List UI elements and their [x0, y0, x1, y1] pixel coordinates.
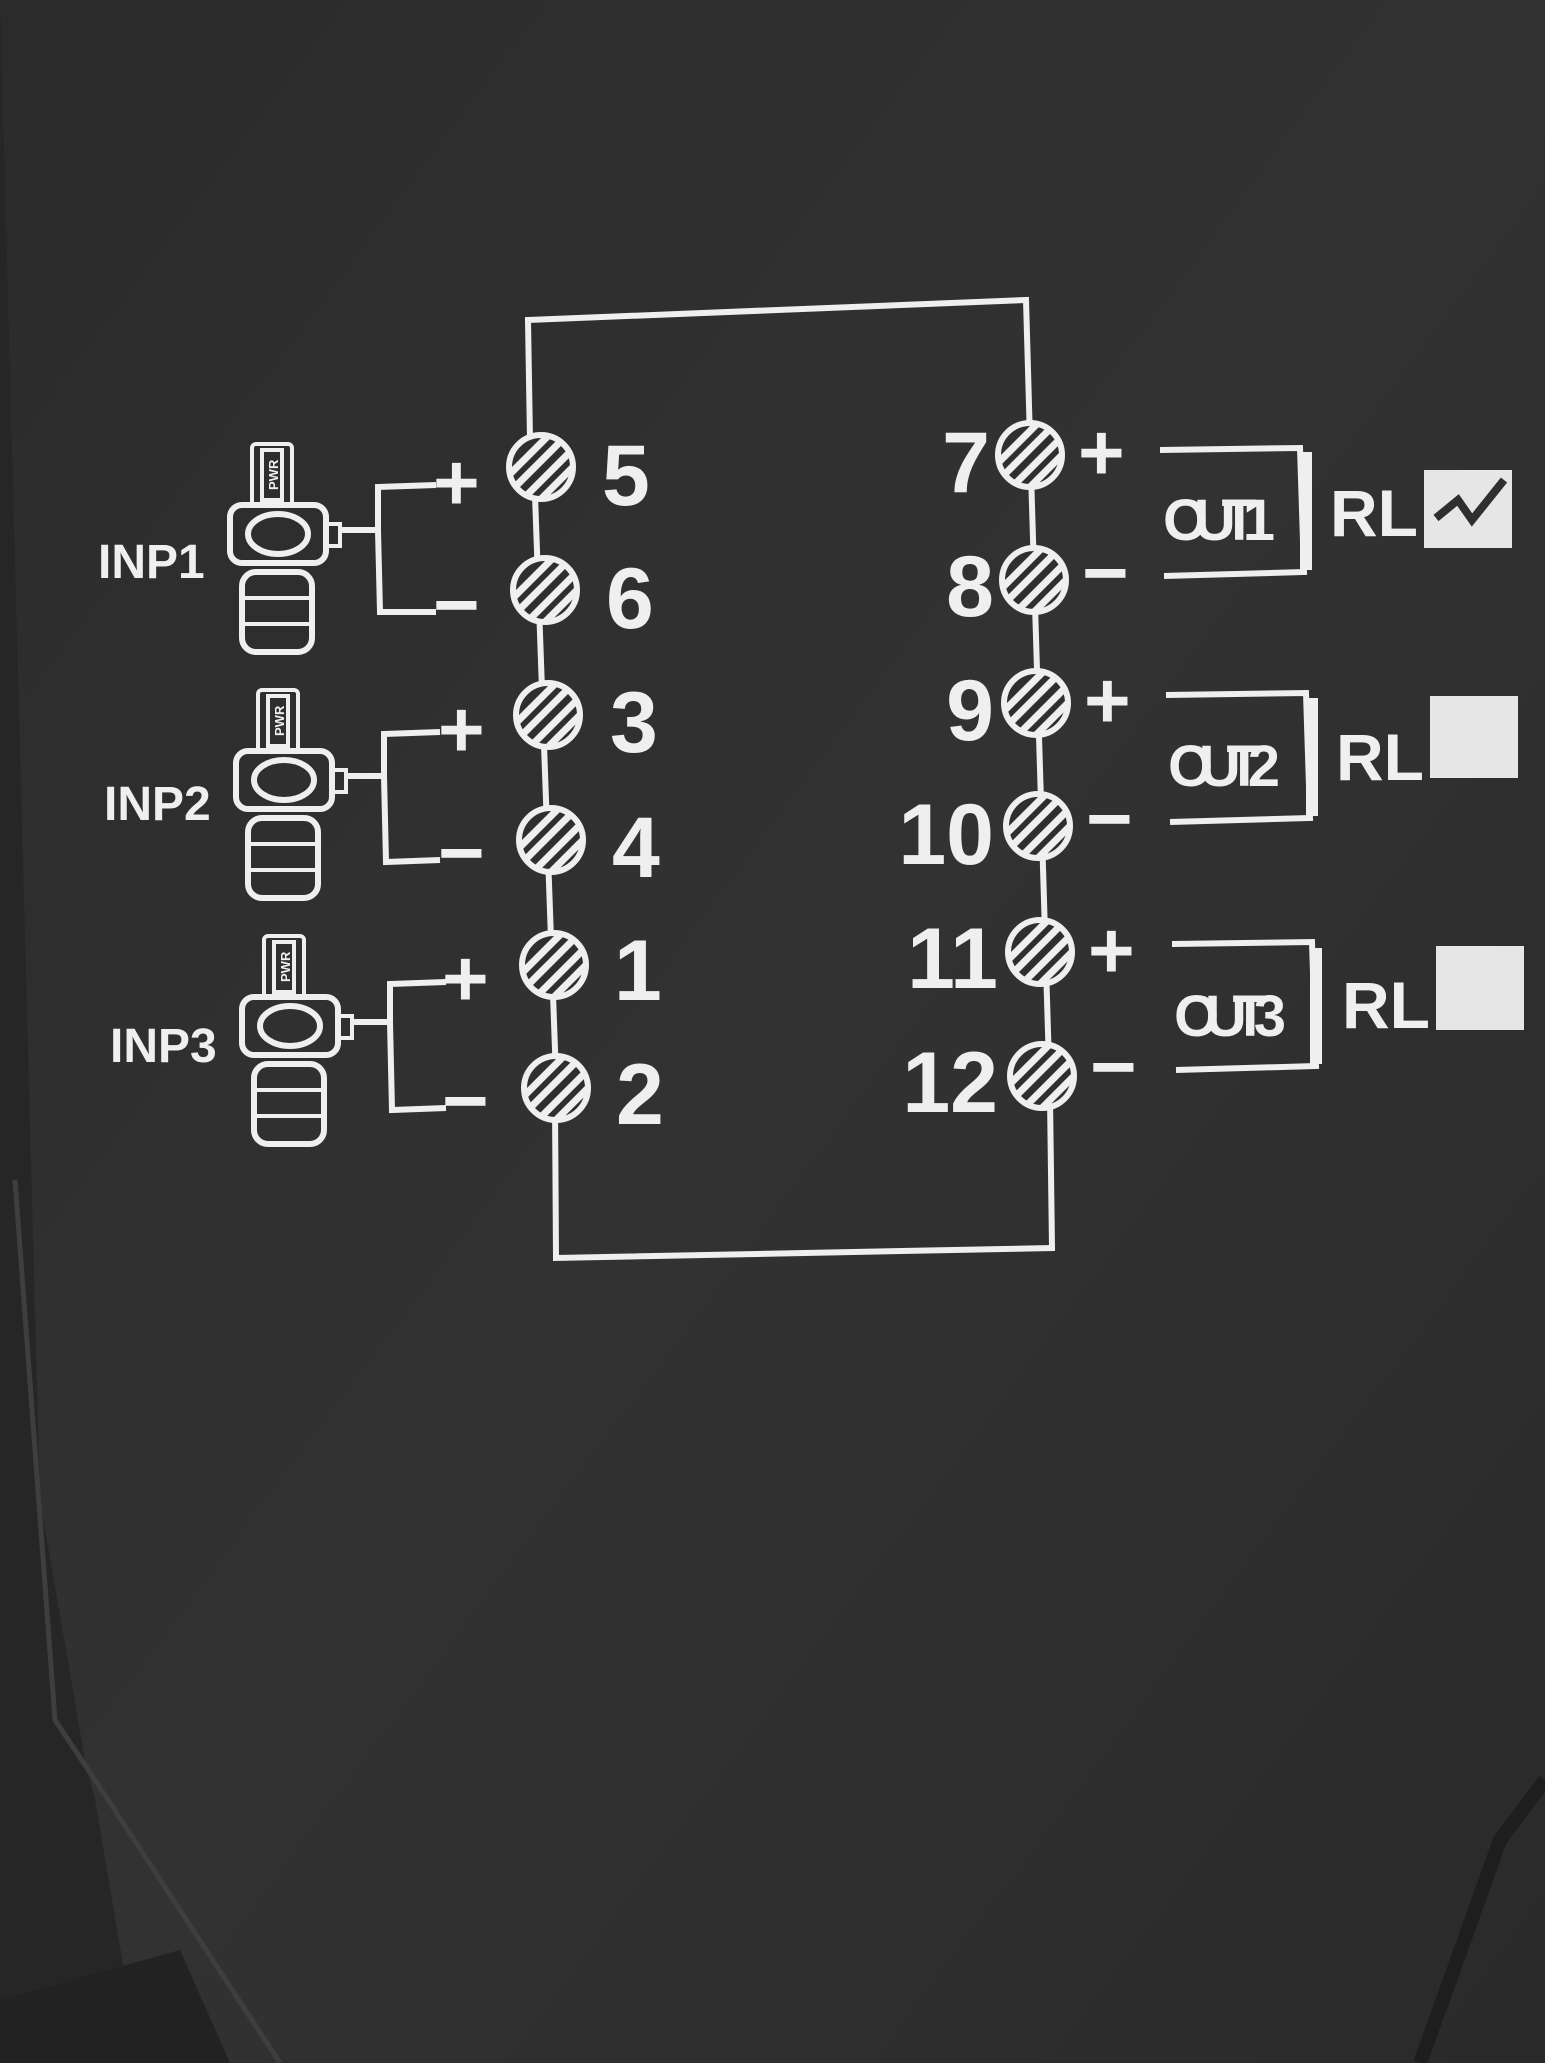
- output-label: OUT2: [1168, 734, 1280, 799]
- relay-checkbox-checked[interactable]: [1424, 470, 1512, 548]
- transmitter-icon: PWR: [227, 442, 342, 655]
- terminal-number-minus: 8: [946, 539, 994, 635]
- input-lead-wires: [340, 482, 437, 615]
- input-lead-wires: [352, 979, 447, 1114]
- terminal-number-plus: 3: [610, 675, 658, 771]
- pwr-label: PWR: [266, 459, 281, 490]
- minus-sign: −: [1086, 774, 1133, 863]
- input-label: INP2: [104, 778, 211, 831]
- minus-sign: −: [438, 808, 485, 897]
- terminal-number-minus: 6: [606, 551, 654, 647]
- pwr-label: PWR: [272, 705, 287, 736]
- pwr-label: PWR: [278, 951, 293, 982]
- plus-sign: +: [442, 934, 489, 1023]
- input-group-3: 1 2 + − PWR INP3: [110, 923, 664, 1147]
- main-frame-left-rail: [524, 296, 1033, 441]
- relay-contact-bar: [1300, 452, 1312, 570]
- terminal-number-plus: 11: [907, 911, 998, 1007]
- transmitter-icon: PWR: [233, 688, 348, 901]
- minus-sign: −: [1082, 528, 1129, 617]
- terminal-number-minus: 4: [612, 800, 660, 896]
- housing-left-bevel: [12, 1179, 283, 2063]
- plus-sign: +: [1084, 656, 1131, 745]
- output-label: OUT3: [1174, 984, 1286, 1049]
- minus-sign: −: [442, 1056, 489, 1145]
- minus-sign: −: [433, 560, 480, 649]
- terminal-number-minus: 10: [898, 787, 994, 883]
- terminal-number-plus: 1: [614, 923, 662, 1019]
- terminal-number-plus: 5: [602, 428, 650, 524]
- relay-label: RL: [1336, 720, 1424, 794]
- input-group-2: 3 4 + − PWR INP2: [104, 675, 660, 901]
- relay-checkbox[interactable]: [1436, 946, 1524, 1030]
- housing-bottom-shadow: [0, 1950, 230, 2063]
- housing-bottom-right-bevel: [1413, 1775, 1545, 2063]
- input-label: INP1: [98, 536, 205, 589]
- minus-sign: −: [1090, 1022, 1137, 1111]
- plus-sign: +: [1078, 408, 1125, 497]
- relay-label: RL: [1342, 968, 1430, 1042]
- main-frame-bottom-rail: [552, 1097, 1056, 1262]
- input-lead-wires: [346, 729, 441, 866]
- output-label: OUT1: [1163, 488, 1275, 553]
- plus-sign: +: [1088, 906, 1135, 995]
- relay-contact-bar: [1310, 948, 1322, 1064]
- terminal-number-plus: 9: [946, 663, 994, 759]
- output-group-1: 7 8 + − OUT1 RL: [942, 408, 1512, 635]
- relay-contact-bar: [1306, 698, 1318, 816]
- check-icon: [1433, 477, 1508, 527]
- plus-sign: +: [433, 438, 480, 527]
- plus-sign: +: [438, 685, 485, 774]
- relay-label: RL: [1330, 476, 1418, 550]
- terminal-number-plus: 7: [942, 415, 990, 511]
- housing-left-edge: [0, 0, 140, 2063]
- terminal-number-minus: 12: [902, 1035, 998, 1131]
- transmitter-icon: PWR: [239, 934, 354, 1147]
- terminal-number-minus: 2: [616, 1047, 664, 1143]
- input-label: INP3: [110, 1020, 217, 1073]
- relay-checkbox[interactable]: [1430, 696, 1518, 778]
